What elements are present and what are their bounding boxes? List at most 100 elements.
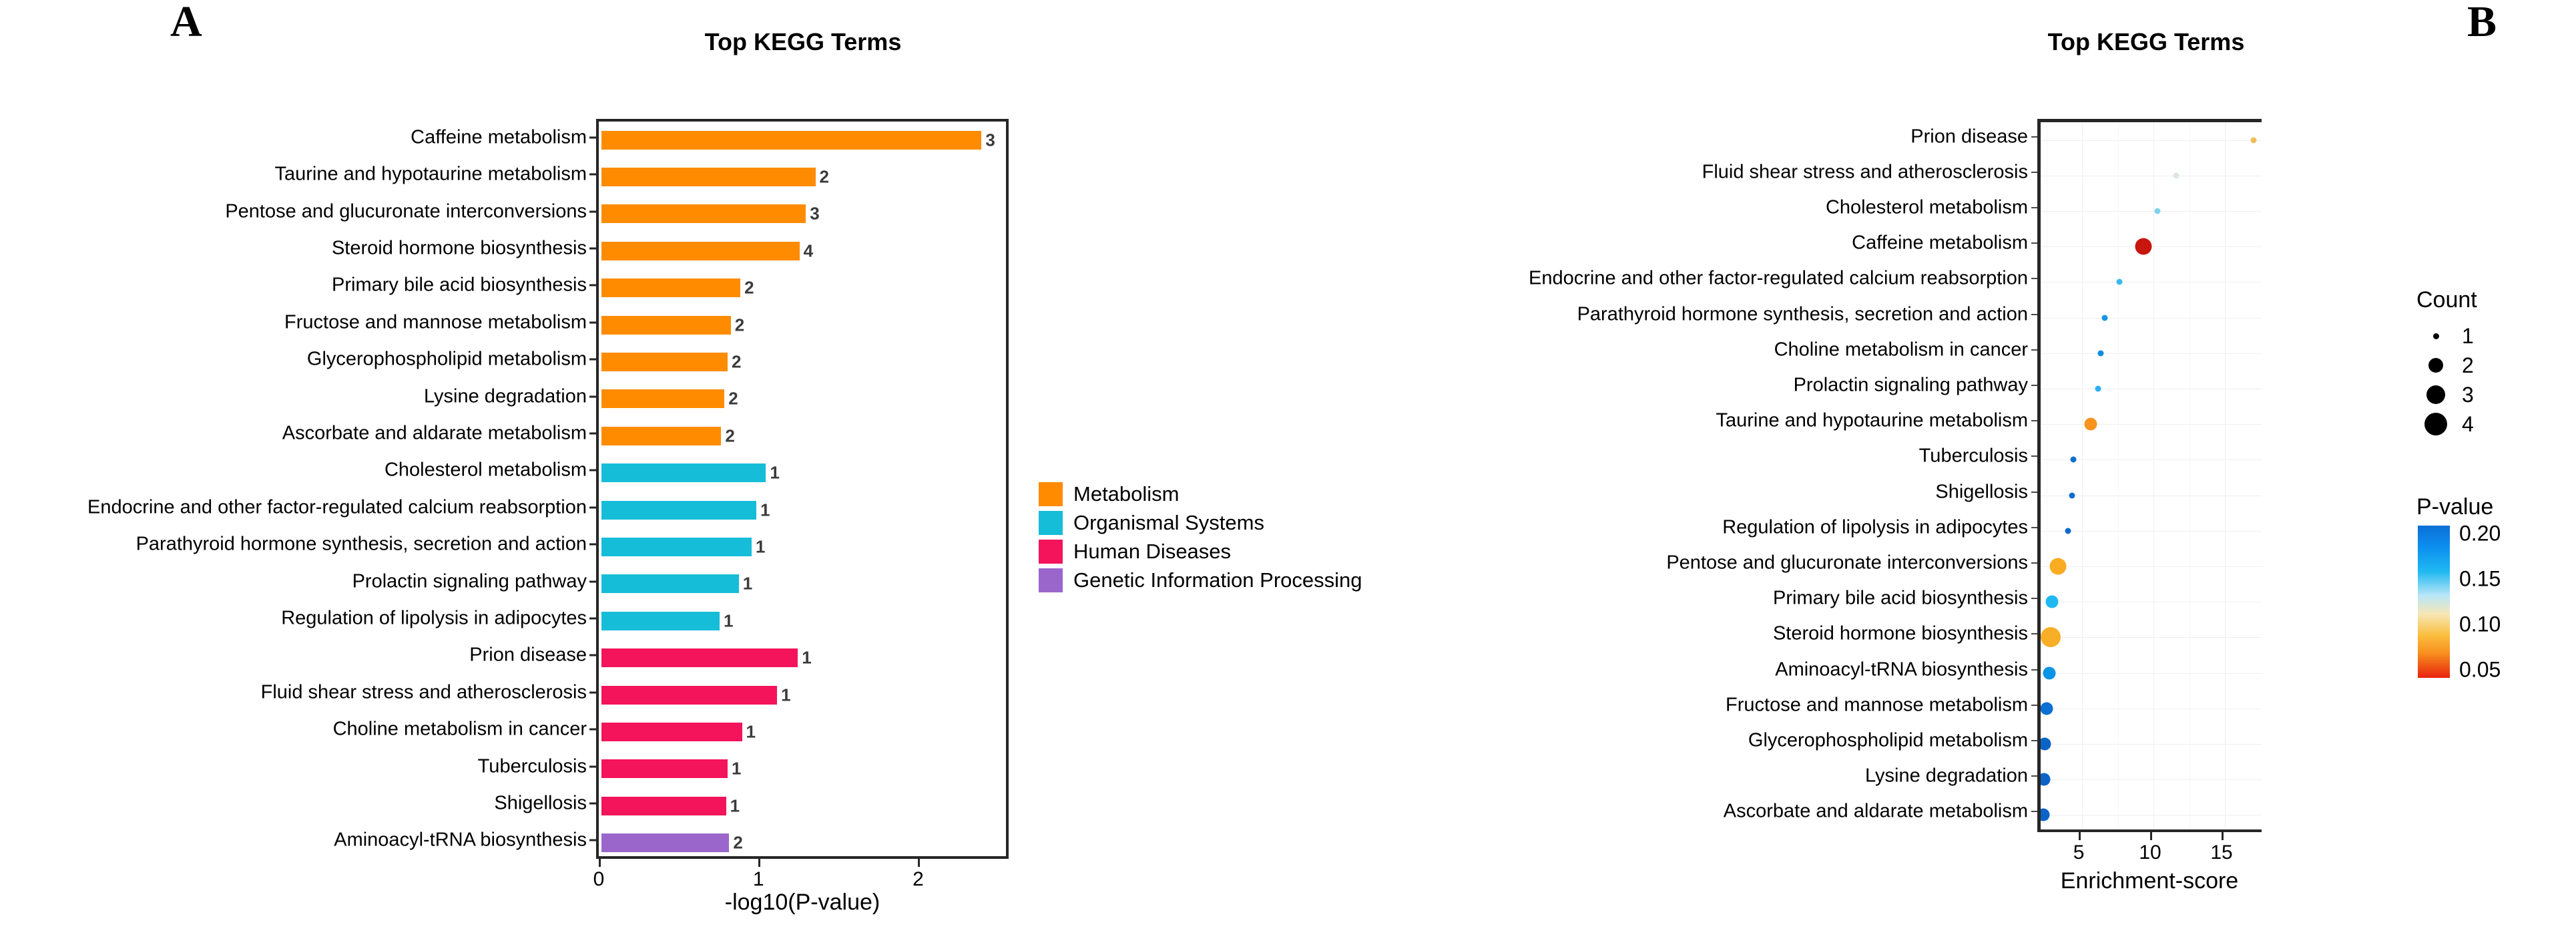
pvalue-colorbar bbox=[2418, 526, 2450, 678]
bar-row: 2 bbox=[599, 343, 1006, 380]
y-axis-tick-label: Cholesterol metabolism bbox=[384, 459, 587, 481]
y-axis-tick bbox=[589, 358, 596, 361]
y-axis-tick-label: Parathyroid hormone synthesis, secretion… bbox=[1577, 303, 2028, 325]
scatter-point[interactable] bbox=[2135, 238, 2152, 255]
scatter-point[interactable] bbox=[2070, 456, 2077, 463]
scatter-point[interactable] bbox=[2041, 702, 2053, 715]
panel-a-x-axis-title: -log10(P-value) bbox=[724, 890, 880, 915]
x-axis-tick-label: 10 bbox=[2139, 841, 2161, 864]
y-axis-tick bbox=[589, 210, 596, 212]
scatter-point[interactable] bbox=[2097, 350, 2104, 357]
legend-item[interactable]: Organismal Systems bbox=[1039, 508, 1362, 537]
bar-value-label: 1 bbox=[742, 573, 753, 594]
y-axis-tick bbox=[589, 247, 596, 250]
panel-a-title: Top KEGG Terms bbox=[704, 28, 902, 55]
legend-item[interactable]: Human Diseases bbox=[1039, 537, 1362, 566]
scatter-point[interactable] bbox=[2250, 137, 2257, 144]
y-axis-tick bbox=[2031, 811, 2037, 813]
bar bbox=[601, 241, 800, 260]
y-axis-tick-label: Steroid hormone biosynthesis bbox=[1772, 622, 2028, 644]
bar-row: 4 bbox=[599, 232, 1006, 269]
y-axis-tick bbox=[2031, 420, 2037, 422]
y-axis-tick bbox=[2031, 633, 2037, 635]
pvalue-legend-tick-label: 0.05 bbox=[2459, 657, 2501, 682]
vertical-gridline bbox=[2225, 122, 2226, 829]
legend-item[interactable]: Genetic Information Processing bbox=[1039, 566, 1362, 594]
y-axis-tick bbox=[2031, 598, 2037, 600]
scatter-point[interactable] bbox=[2049, 558, 2067, 575]
scatter-point[interactable] bbox=[2041, 627, 2061, 648]
panel-b-x-axis-title: Enrichment-score bbox=[2060, 868, 2239, 894]
y-axis-tick-label: Regulation of lipolysis in adipocytes bbox=[281, 607, 587, 629]
y-axis-tick bbox=[589, 173, 596, 176]
y-axis-tick-label: Choline metabolism in cancer bbox=[1774, 339, 2028, 361]
horizontal-gridline bbox=[2041, 317, 2262, 319]
x-axis-tick bbox=[2079, 832, 2081, 840]
count-legend-item[interactable]: 1 bbox=[2416, 321, 2477, 351]
vertical-gridline-minor bbox=[2189, 122, 2190, 829]
horizontal-gridline bbox=[2041, 779, 2262, 781]
x-axis-tick bbox=[758, 859, 761, 867]
scatter-point[interactable] bbox=[2084, 417, 2097, 431]
y-axis-tick-label: Primary bile acid biosynthesis bbox=[332, 274, 587, 296]
y-axis-tick-label: Prion disease bbox=[1910, 126, 2028, 148]
bar-value-label: 3 bbox=[810, 203, 820, 224]
y-axis-tick-label: Choline metabolism in cancer bbox=[332, 718, 587, 740]
scatter-point[interactable] bbox=[2095, 385, 2101, 392]
bar bbox=[601, 278, 741, 298]
bar-value-label: 1 bbox=[802, 647, 812, 668]
bar bbox=[601, 353, 728, 372]
y-axis-tick bbox=[2031, 171, 2037, 173]
y-axis-tick-label: Caffeine metabolism bbox=[1852, 232, 2028, 254]
scatter-point[interactable] bbox=[2043, 667, 2056, 680]
y-axis-tick bbox=[589, 617, 596, 620]
bar-row: 1 bbox=[599, 566, 1006, 602]
y-axis-tick-label: Shigellosis bbox=[494, 792, 587, 814]
y-axis-tick bbox=[2031, 669, 2037, 671]
scatter-point[interactable] bbox=[2045, 595, 2059, 608]
bar bbox=[601, 723, 742, 742]
legend-color-swatch bbox=[1039, 482, 1063, 506]
scatter-point[interactable] bbox=[2101, 315, 2108, 321]
bar-row: 2 bbox=[599, 381, 1006, 417]
y-axis-tick bbox=[2031, 349, 2037, 351]
scatter-point[interactable] bbox=[2154, 208, 2161, 214]
scatter-point[interactable] bbox=[2041, 737, 2051, 751]
pvalue-legend-tick-label: 0.20 bbox=[2459, 521, 2501, 546]
y-axis-tick bbox=[2031, 526, 2037, 528]
bar-value-label: 1 bbox=[730, 795, 740, 816]
y-axis-tick bbox=[2031, 207, 2037, 208]
legend-item[interactable]: Metabolism bbox=[1039, 480, 1362, 508]
horizontal-gridline bbox=[2041, 673, 2262, 674]
panel-b-x-axis-line bbox=[2037, 829, 2262, 832]
scatter-point[interactable] bbox=[2069, 492, 2075, 499]
bar bbox=[601, 796, 726, 815]
horizontal-gridline bbox=[2041, 530, 2262, 532]
scatter-point[interactable] bbox=[2041, 773, 2051, 786]
x-axis-tick bbox=[599, 859, 601, 867]
bar-row: 2 bbox=[599, 417, 1006, 454]
y-axis-tick-label: Endocrine and other factor-regulated cal… bbox=[1529, 267, 2028, 289]
scatter-point[interactable] bbox=[2116, 278, 2123, 285]
count-legend-dot-wrap bbox=[2416, 333, 2455, 339]
scatter-point[interactable] bbox=[2065, 528, 2071, 534]
scatter-point[interactable] bbox=[2173, 172, 2179, 179]
count-legend-item[interactable]: 2 bbox=[2416, 351, 2477, 380]
y-axis-tick-label: Glycerophospholipid metabolism bbox=[306, 348, 587, 370]
scatter-point[interactable] bbox=[2041, 808, 2050, 821]
count-legend-item[interactable]: 3 bbox=[2416, 380, 2477, 409]
count-legend-item[interactable]: 4 bbox=[2416, 409, 2477, 439]
x-axis-tick-label: 5 bbox=[2073, 841, 2085, 864]
bar bbox=[601, 538, 752, 557]
bar bbox=[601, 611, 720, 630]
legend-color-swatch bbox=[1039, 510, 1063, 535]
y-axis-tick bbox=[2031, 455, 2037, 457]
y-axis-tick-label: Aminoacyl-tRNA biosynthesis bbox=[1775, 658, 2028, 681]
y-axis-tick-label: Prion disease bbox=[469, 644, 587, 666]
y-axis-tick-label: Ascorbate and aldarate metabolism bbox=[1723, 800, 2028, 822]
count-legend-dot bbox=[2428, 358, 2443, 373]
